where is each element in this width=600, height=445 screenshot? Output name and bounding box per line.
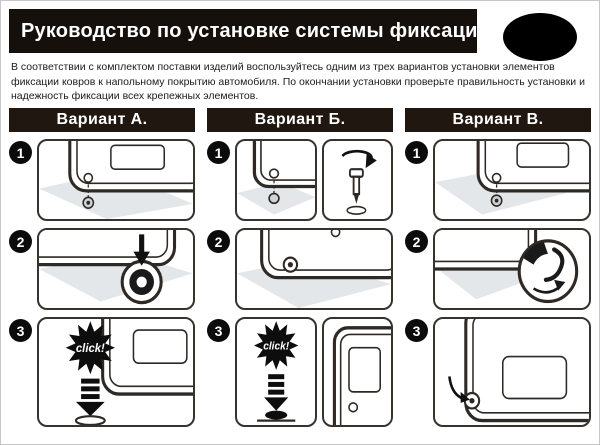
variant-b-step-3: 3 click! (207, 317, 393, 428)
click-label: click! (263, 340, 289, 353)
variant-b-step-2: 2 (207, 228, 393, 311)
screw-rotate-diagram-icon (341, 149, 378, 215)
step-number-badge: 3 (405, 319, 428, 343)
variant-b-column: Вариант Б. 1 (207, 108, 393, 428)
step-number-badge: 1 (405, 141, 428, 165)
illustration-b1-mat (235, 139, 318, 222)
step-number-badge: 3 (9, 319, 32, 343)
click-lock-diagram-icon: click! (65, 319, 193, 426)
step-number-badge: 2 (207, 230, 230, 254)
step-number-badge: 1 (9, 141, 32, 165)
mat-corner-diagram-icon (333, 326, 391, 426)
click-press-diagram-icon: click! (254, 321, 299, 422)
illustration-v3 (433, 317, 591, 428)
variant-v-step-2: 2 (405, 228, 591, 311)
page-title: Руководство по установке системы фиксаци… (21, 19, 491, 42)
press-fastener-diagram-icon (39, 230, 193, 305)
variant-v-header: Вариант В. (405, 108, 591, 133)
illustration-b3-click: click! (235, 317, 318, 428)
illustration-b3-mat (322, 317, 393, 428)
variants-columns: Вариант А. 1 2 (1, 108, 599, 428)
illustration-a2 (37, 228, 195, 311)
variant-b-step-1: 1 (207, 139, 393, 222)
variant-a-step-1: 1 (9, 139, 195, 222)
fastener-installed-diagram-icon (237, 230, 391, 309)
click-label: click! (76, 342, 105, 355)
step-number-badge: 2 (9, 230, 32, 254)
variant-a-header: Вариант А. (9, 108, 195, 133)
illustration-b2 (235, 228, 393, 311)
variant-v-column: Вариант В. 1 2 (405, 108, 591, 428)
variant-v-step-1: 1 (405, 139, 591, 222)
brand-logo (503, 13, 577, 61)
mat-hole-diagram-icon (39, 141, 193, 220)
variant-a-column: Вариант А. 1 2 (9, 108, 195, 428)
step-number-badge: 2 (405, 230, 428, 254)
variant-b-header: Вариант Б. (207, 108, 393, 133)
illustration-a1 (37, 139, 195, 222)
mat-hole-diagram-icon (237, 141, 316, 215)
illustration-b1-screw (322, 139, 393, 222)
step-number-badge: 3 (207, 319, 230, 343)
hook-fastened-diagram-icon (448, 319, 589, 423)
illustration-a3: click! (37, 317, 195, 428)
mat-stud-diagram-icon (435, 141, 589, 215)
variant-a-step-2: 2 (9, 228, 195, 311)
illustration-v1 (433, 139, 591, 222)
illustration-v2 (433, 228, 591, 311)
step-number-badge: 1 (207, 141, 230, 165)
variant-a-step-3: 3 click! (9, 317, 195, 428)
hook-detail-magnifier-icon (435, 230, 579, 304)
variant-v-step-3: 3 (405, 317, 591, 428)
header: Руководство по установке системы фиксаци… (9, 9, 490, 53)
intro-text: В соответствии с комплектом поставки изд… (11, 61, 585, 103)
